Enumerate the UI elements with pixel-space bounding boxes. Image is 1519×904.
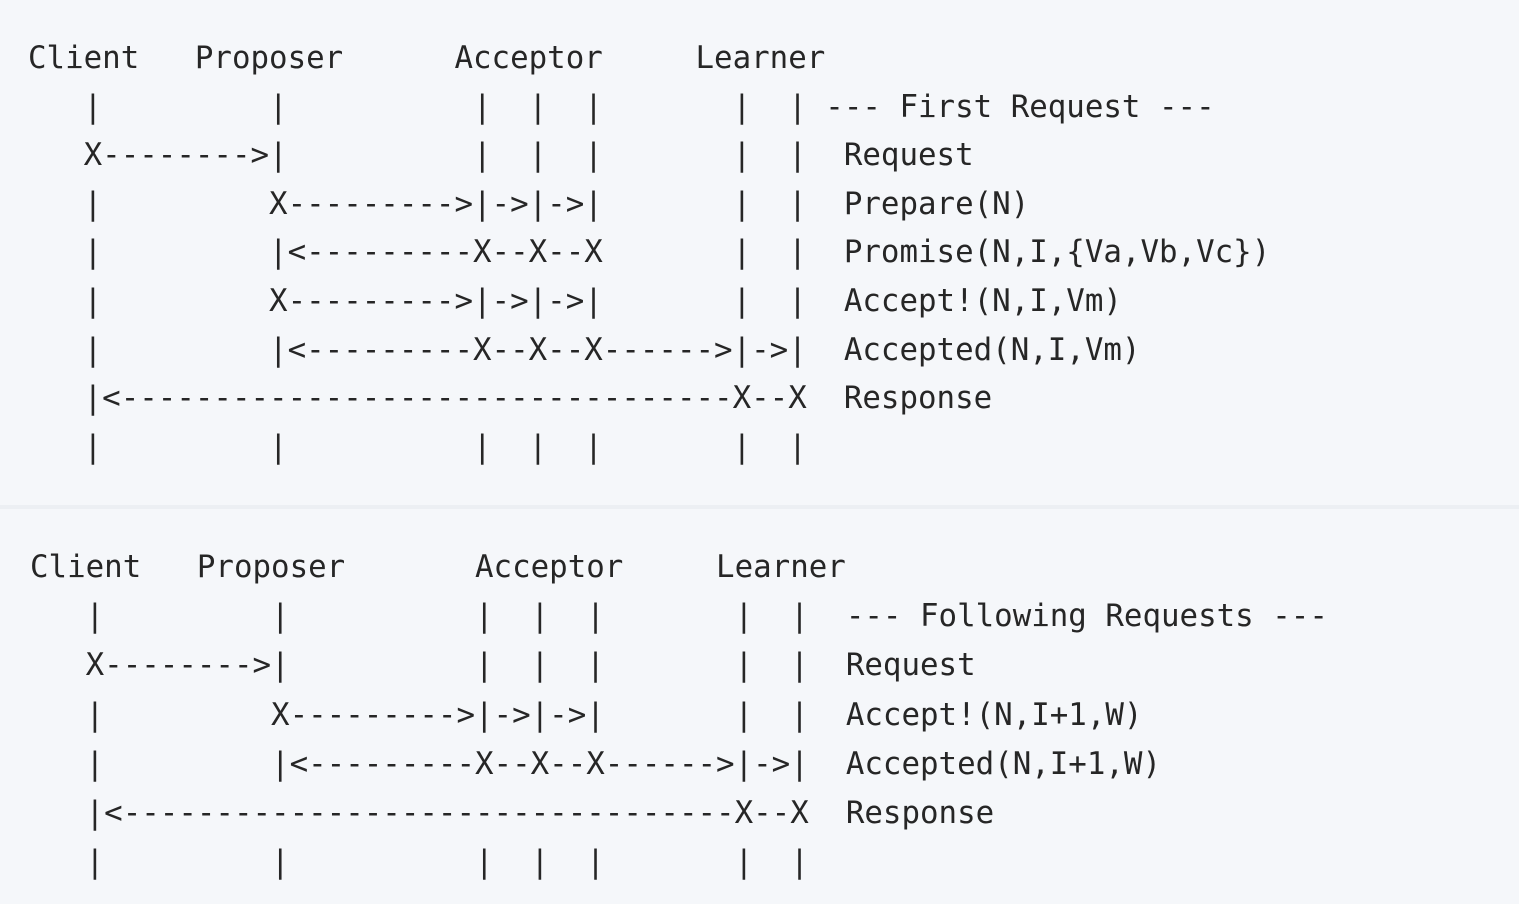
role-header-row: Client Proposer Acceptor Learner	[30, 549, 846, 585]
message-row: X-------->| | | | | | Request	[28, 137, 974, 174]
first-request-diagram: Client Proposer Acceptor Learner | | | |…	[28, 40, 1271, 465]
message-row: | | | | | | |	[28, 428, 807, 465]
message-row: |<---------------------------------X--X …	[30, 795, 995, 831]
message-row: | | | | | | |	[30, 844, 809, 881]
message-row: | X--------->|->|->| | | Prepare(N)	[28, 185, 1030, 222]
message-row: | |<---------X--X--X------>|->| Accepted…	[28, 331, 1141, 368]
diagram-divider	[0, 505, 1519, 509]
message-row: |<---------------------------------X--X …	[28, 380, 993, 417]
message-row: X-------->| | | | | | Request	[30, 647, 976, 684]
role-header-row: Client Proposer Acceptor Learner	[28, 40, 826, 76]
message-row: | X--------->|->|->| | | Accept!(N,I,Vm)	[28, 283, 1122, 319]
following-requests-diagram: Client Proposer Acceptor Learner | | | |…	[0, 509, 1519, 904]
message-row: | X--------->|->|->| | | Accept!(N,I+1,W…	[30, 696, 1143, 733]
message-row: | | | | | | | --- First Request ---	[28, 88, 1215, 125]
message-row: | |<---------X--X--X------>|->| Accepted…	[30, 745, 1162, 782]
message-row: | |<---------X--X--X | | Promise(N,I,{Va…	[28, 234, 1271, 271]
message-row: | | | | | | | --- Following Requests ---	[30, 598, 1328, 635]
